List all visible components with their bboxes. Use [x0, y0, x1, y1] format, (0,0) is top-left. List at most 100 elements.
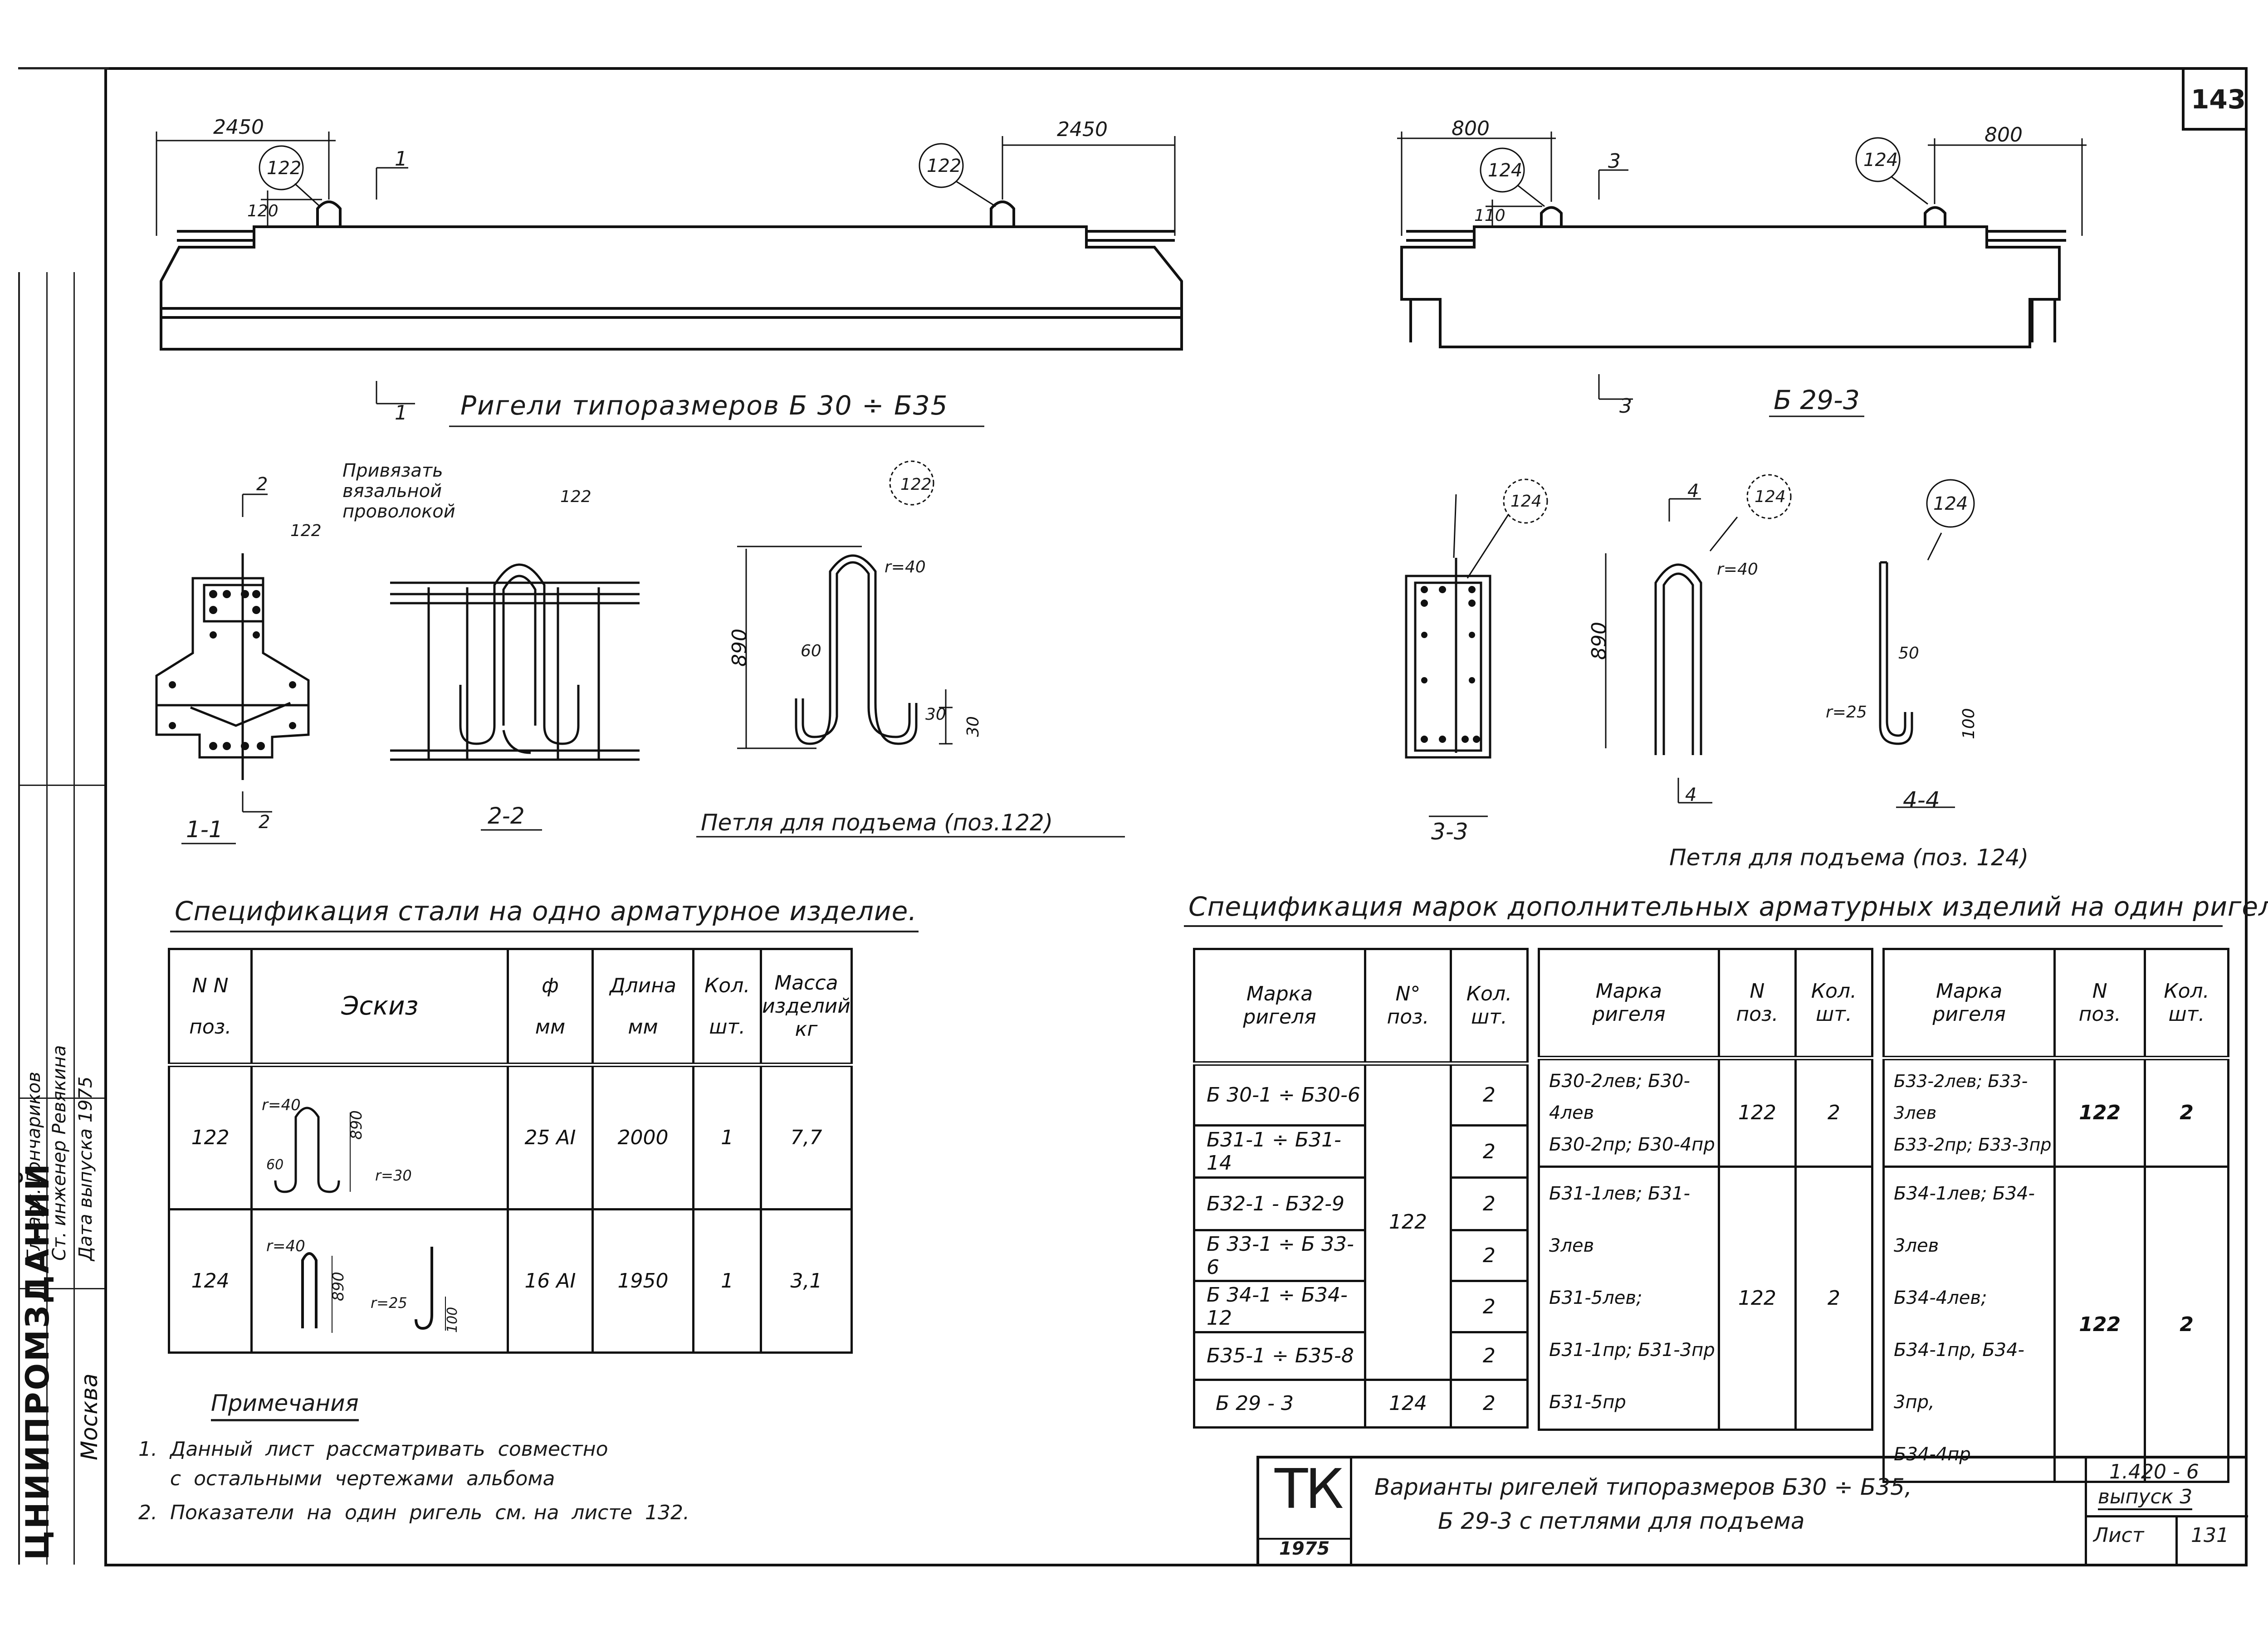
loop122-dim-60: 60 — [801, 642, 821, 660]
pos-122-loop: 122 — [900, 475, 932, 494]
sheet-frame — [104, 67, 2248, 1566]
notes-title: Примечания — [211, 1390, 359, 1421]
right-cut-bottom: 3 — [1619, 395, 1632, 418]
steel-spec-title-rule — [170, 931, 919, 932]
pos-cell: 122 — [2053, 1166, 2146, 1483]
section-3-3-label: 3-3 — [1431, 819, 1468, 845]
hdr-qty: Кол.шт. — [2144, 948, 2229, 1059]
right-dim-right: 800 — [1984, 123, 2023, 146]
qty-cell: 1 — [692, 1063, 762, 1210]
section-2-2-label: 2-2 — [488, 803, 525, 829]
pos-122-section: 122 — [290, 522, 322, 540]
mark-cell: Б35-1 ÷ Б35-8 — [1193, 1331, 1367, 1381]
qty-cell: 1 — [692, 1208, 762, 1354]
qty-cell: 2 — [1794, 1166, 1874, 1431]
svg-text:r=40: r=40 — [262, 1096, 301, 1114]
note-line-1: Привязать — [342, 460, 443, 481]
note-2: 2. Показатели на один ригель см. на лист… — [138, 1501, 689, 1524]
right-pos-left: 124 — [1488, 160, 1523, 181]
title-album: 1.420 - 6 — [2109, 1460, 2199, 1483]
sketch-122: r=40 60 890 r=30 — [262, 1096, 412, 1193]
pos-124-a: 124 — [1510, 492, 1542, 511]
side-stamp — [18, 272, 104, 1565]
pos-cell: 122 — [1717, 1057, 1797, 1168]
svg-text:r=40: r=40 — [266, 1237, 305, 1255]
qty-cell: 2 — [1449, 1229, 1529, 1283]
mass-cell: 3,1 — [759, 1208, 853, 1354]
steel-spec-title: Спецификация стали на одно арматурное из… — [175, 896, 917, 927]
svg-text:r=30: r=30 — [375, 1167, 412, 1184]
outer-top-rule — [18, 67, 109, 69]
stamp-row-1: Гл. арх. Гончариков — [24, 1072, 44, 1261]
qty-cell: 2 — [1794, 1057, 1874, 1168]
table-row: Б32-1 - Б32-9 2 — [1193, 1176, 1529, 1231]
hdr-qty: Кол.шт. — [1794, 948, 1874, 1059]
loop124-dim-r40: r=40 — [1717, 560, 1758, 579]
note-line-2: вязальной — [342, 481, 442, 502]
mass-cell: 7,7 — [759, 1063, 853, 1210]
svg-text:60: 60 — [266, 1157, 284, 1173]
mark-cell: Б31-1 ÷ Б31-14 — [1193, 1124, 1367, 1179]
svg-text:r=25: r=25 — [371, 1294, 407, 1312]
pos-cell: 122 — [1364, 1062, 1452, 1381]
table-row: Б35-1 ÷ Б35-8 2 — [1193, 1331, 1529, 1381]
title-org: ТК — [1275, 1458, 1344, 1521]
length-cell: 1950 — [591, 1208, 695, 1354]
sketch-cell: r=40 60 890 r=30 — [250, 1063, 509, 1210]
loop124-dim-50: 50 — [1898, 644, 1919, 663]
qty-cell: 2 — [1449, 1378, 1529, 1429]
left-dim-left: 2450 — [213, 116, 264, 139]
cut-2-top: 2 — [256, 474, 268, 495]
note-1-cont: с остальными чертежами альбома — [138, 1467, 555, 1490]
qty-cell: 2 — [1449, 1331, 1529, 1381]
section-1-1-label: 1-1 — [186, 816, 223, 843]
pos-cell: 124 — [1364, 1378, 1452, 1429]
note-1: 1. Данный лист рассматривать совместно — [138, 1438, 608, 1461]
corner-number-box — [2182, 67, 2248, 131]
left-beam — [160, 200, 1183, 351]
left-cut-top: 1 — [395, 147, 407, 171]
hdr-sketch: Эскиз — [250, 948, 509, 1066]
table-row: 122 r=40 60 890 r=30 25 AI 2000 1 7,7 — [167, 1063, 853, 1210]
loop124-title: Петля для подъема (поз. 124) — [1669, 844, 2029, 871]
qty-cell: 2 — [1449, 1062, 1529, 1127]
corner-number: 143 — [2191, 84, 2246, 115]
cut-4-top: 4 — [1687, 481, 1699, 502]
dia-cell: 16 AI — [507, 1208, 594, 1354]
length-cell: 2000 — [591, 1063, 695, 1210]
pos-cell: 122 — [1717, 1166, 1797, 1431]
section-4-4-label: 4-4 — [1903, 787, 1940, 813]
qty-cell: 2 — [1449, 1176, 1529, 1231]
marks-spec-title: Спецификация марок дополнительных армату… — [1188, 891, 2268, 922]
right-elevation-title: Б 29-3 — [1774, 385, 1860, 415]
mark-cell: Б32-1 - Б32-9 — [1193, 1176, 1367, 1231]
title-line-2: Б 29-3 с петлями для подъема — [1438, 1508, 1805, 1534]
sketch-124: r=40 890 r=25 100 — [266, 1237, 460, 1333]
title-issue: выпуск 3 — [2098, 1485, 2193, 1510]
title-block — [1256, 1456, 2248, 1566]
hdr-qty: Кол.шт. — [1449, 947, 1529, 1065]
qty-cell: 2 — [1449, 1280, 1529, 1333]
loop124-dim-890: 890 — [1588, 622, 1611, 660]
loop124-dim-100: 100 — [1960, 708, 1978, 739]
